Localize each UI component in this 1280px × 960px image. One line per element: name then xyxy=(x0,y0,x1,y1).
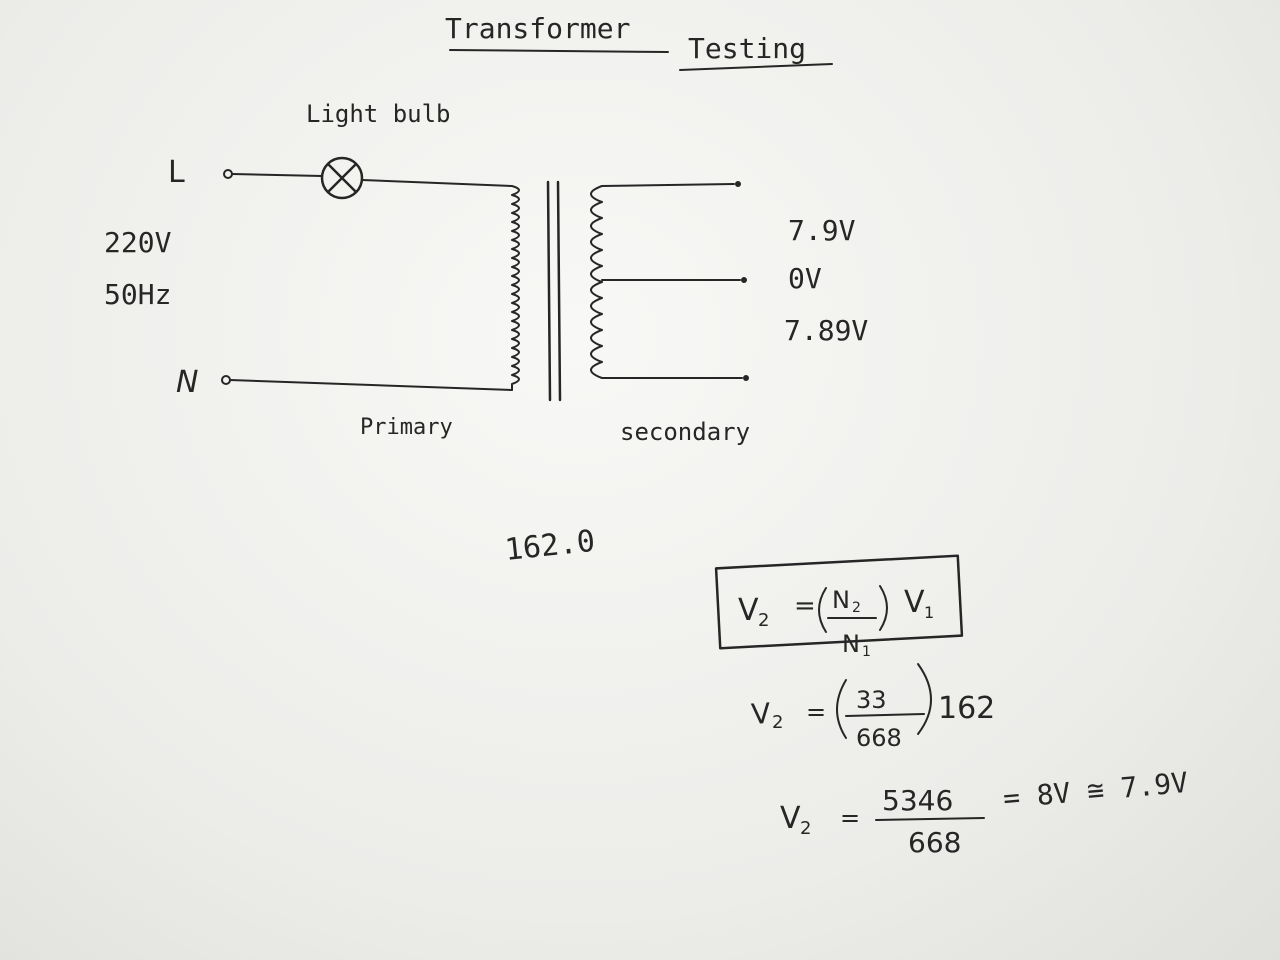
formula-v1-sub: 1 xyxy=(924,603,934,622)
calc1-paren-left xyxy=(836,679,847,739)
formula-n1-sub: 1 xyxy=(862,644,871,660)
light-bulb-label: Light bulb xyxy=(306,100,451,128)
calc1-numerator: 33 xyxy=(856,686,887,714)
supply-voltage-label: 220V xyxy=(104,226,172,259)
bulb-symbol xyxy=(320,156,364,200)
primary-coil xyxy=(511,185,520,391)
wire-neutral-to-primary xyxy=(229,379,513,391)
calc1-equals: = xyxy=(806,698,826,726)
line-terminal-label: L xyxy=(168,155,185,190)
wire-bulb-to-primary xyxy=(361,179,513,187)
wire-line-to-bulb xyxy=(231,173,323,177)
calc1-multiplier: 162 xyxy=(938,691,995,726)
formula-box xyxy=(714,554,964,650)
core-line-right xyxy=(556,180,562,402)
calc2-v2: V xyxy=(780,801,801,836)
formula-n2-sub: 2 xyxy=(852,600,861,616)
calc2-equals: = xyxy=(840,804,860,832)
title-underline-2 xyxy=(679,63,833,71)
secondary-bottom-terminal xyxy=(743,375,749,381)
core-line-left xyxy=(546,180,552,402)
output-bottom-voltage: 7.89V xyxy=(784,314,868,347)
calc2-denominator: 668 xyxy=(908,826,961,859)
formula-transformer-ratio: V 2 = N 2 N 1 V 1 xyxy=(738,585,934,660)
calc1-denominator: 668 xyxy=(856,724,902,752)
calc-line-1: V 2 = 33 668 162 xyxy=(750,663,995,752)
calc2-fraction-bar xyxy=(875,817,985,821)
turns-reading: 162.0 xyxy=(503,524,596,568)
formula-paren-right xyxy=(879,585,888,631)
formula-equals: = xyxy=(794,591,816,621)
neutral-terminal-dot xyxy=(221,375,231,385)
secondary-label: secondary xyxy=(620,418,750,446)
calc2-result: = 8V ≅ 7.9V xyxy=(1002,766,1190,815)
secondary-coil xyxy=(590,185,603,379)
formula-n1: N xyxy=(842,630,860,658)
title-word-transformer: Transformer xyxy=(445,12,630,45)
wire-secondary-top xyxy=(601,183,735,187)
neutral-terminal-label: N xyxy=(176,365,198,400)
formula-paren-left xyxy=(818,587,827,633)
formula-n2: N xyxy=(832,586,850,614)
calc1-paren-right xyxy=(917,663,932,735)
supply-frequency-label: 50Hz xyxy=(104,278,171,311)
secondary-mid-terminal xyxy=(741,277,747,283)
line-terminal-dot xyxy=(223,169,233,179)
formula-v2-sub: 2 xyxy=(758,610,769,631)
output-top-voltage: 7.9V xyxy=(788,214,856,247)
calc1-fraction-bar xyxy=(845,713,925,717)
calc-line-2: V 2 = 5346 668 = 8V ≅ 7.9V xyxy=(780,766,1189,859)
output-mid-voltage: 0V xyxy=(788,262,822,295)
title-underline-1 xyxy=(449,49,669,53)
calc1-v2-sub: 2 xyxy=(772,712,783,733)
calc2-numerator: 5346 xyxy=(882,784,953,817)
formula-v2: V xyxy=(738,593,759,628)
primary-label: Primary xyxy=(360,415,453,440)
title-word-testing: Testing xyxy=(688,32,806,65)
calc1-v2: V xyxy=(750,697,771,731)
secondary-top-terminal xyxy=(735,181,741,187)
formula-v1: V xyxy=(904,585,925,620)
calc2-v2-sub: 2 xyxy=(800,818,811,839)
